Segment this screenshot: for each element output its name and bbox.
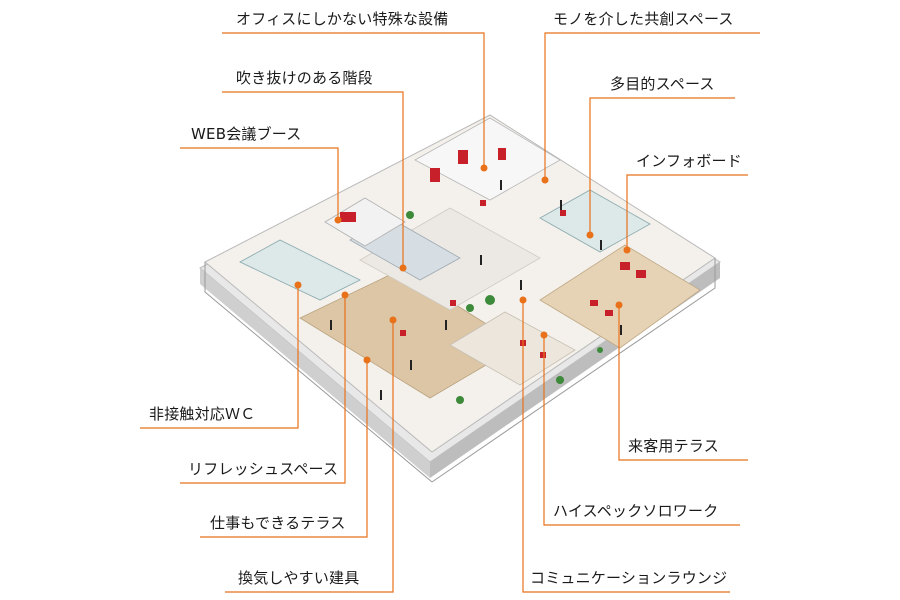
booth-area	[324, 197, 406, 247]
leader-lounge	[522, 300, 730, 593]
label-web-booth: WEB会議ブース	[191, 125, 302, 143]
leader-solo-work	[543, 335, 740, 526]
leader-office-equipment	[222, 32, 485, 168]
leader-web-booth	[180, 147, 339, 220]
leader-multipurpose	[589, 97, 735, 235]
people	[330, 180, 622, 400]
leader-lines	[140, 32, 760, 593]
leader-dots	[294, 164, 631, 364]
label-co-creation: モノを介した共創スペース	[553, 10, 734, 28]
leader-co-creation	[544, 32, 760, 180]
visitor-terrace-floor	[539, 244, 701, 349]
label-visitor-terrace: 来客用テラス	[628, 437, 719, 455]
leader-work-terrace	[200, 360, 368, 538]
leader-touchless-wc	[140, 285, 299, 429]
leader-refresh-space	[180, 295, 346, 484]
leader-stairs	[222, 91, 404, 268]
leader-info-board	[626, 174, 748, 250]
back-room	[414, 117, 561, 201]
label-touchless-wc: 非接触対応ＷＣ	[149, 405, 256, 423]
label-ventilation: 換気しやすい建具	[238, 569, 360, 587]
glass-room-left	[239, 239, 361, 301]
label-work-terrace: 仕事もできるテラス	[210, 514, 346, 532]
left-wall	[204, 262, 433, 483]
label-refresh-space: リフレッシュスペース	[188, 460, 339, 478]
label-solo-work: ハイスペックソロワーク	[553, 502, 719, 520]
label-info-board: インフォボード	[636, 152, 742, 170]
label-multipurpose: 多目的スペース	[610, 75, 715, 93]
plants	[406, 211, 603, 404]
right-wall	[431, 258, 716, 483]
leader-visitor-terrace	[618, 305, 748, 461]
label-office-equipment: オフィスにしかない特殊な設備	[236, 10, 449, 28]
glass-room-right	[539, 189, 651, 253]
label-stairs: 吹き抜けのある階段	[236, 69, 373, 87]
label-lounge: コミュニケーションラウンジ	[530, 569, 728, 587]
floor-slab-left-face	[200, 268, 430, 478]
leader-ventilation	[225, 320, 394, 593]
